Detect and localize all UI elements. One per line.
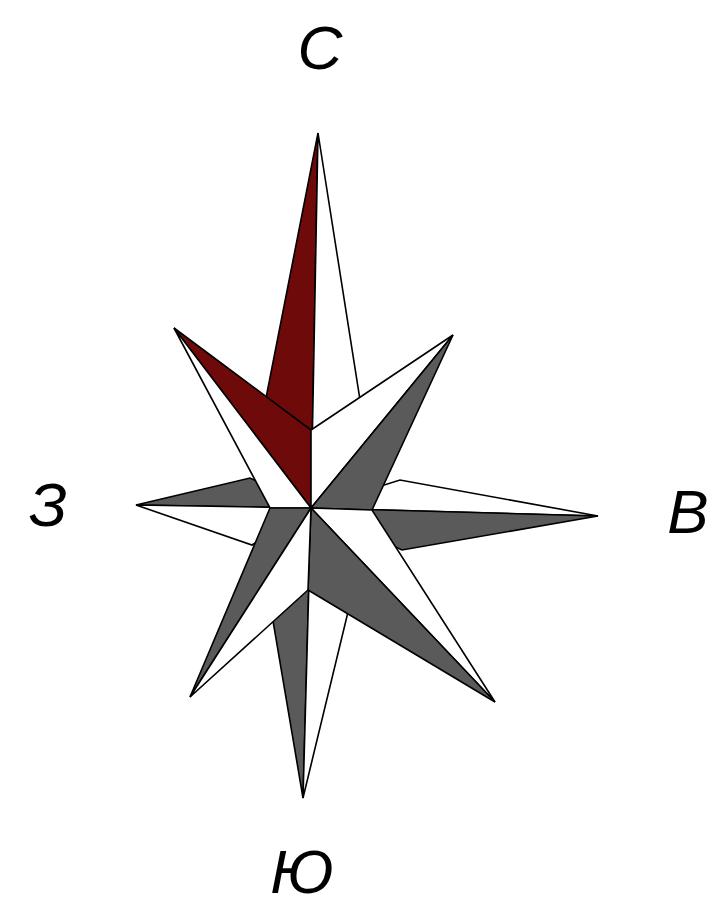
direction-label: В [667,481,708,543]
direction-label: Ю [270,841,333,903]
direction-label: С [298,17,343,79]
direction-label: З [29,474,67,536]
